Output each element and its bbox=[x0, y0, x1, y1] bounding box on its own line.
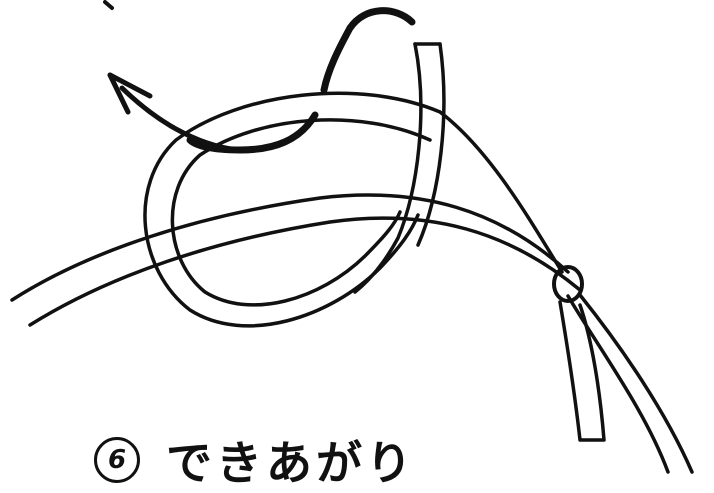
step-label: できあがり bbox=[166, 427, 416, 493]
step-number-circle: 6 bbox=[94, 437, 140, 483]
pull-arrow bbox=[110, 75, 238, 150]
knot-loop bbox=[145, 93, 440, 326]
step-number: 6 bbox=[108, 445, 126, 475]
right-tails bbox=[440, 112, 692, 472]
hidden-strand bbox=[190, 11, 412, 150]
main-cord bbox=[12, 195, 580, 325]
step-caption: 6 できあがり bbox=[94, 432, 416, 488]
annotation-mark bbox=[105, 2, 112, 8]
